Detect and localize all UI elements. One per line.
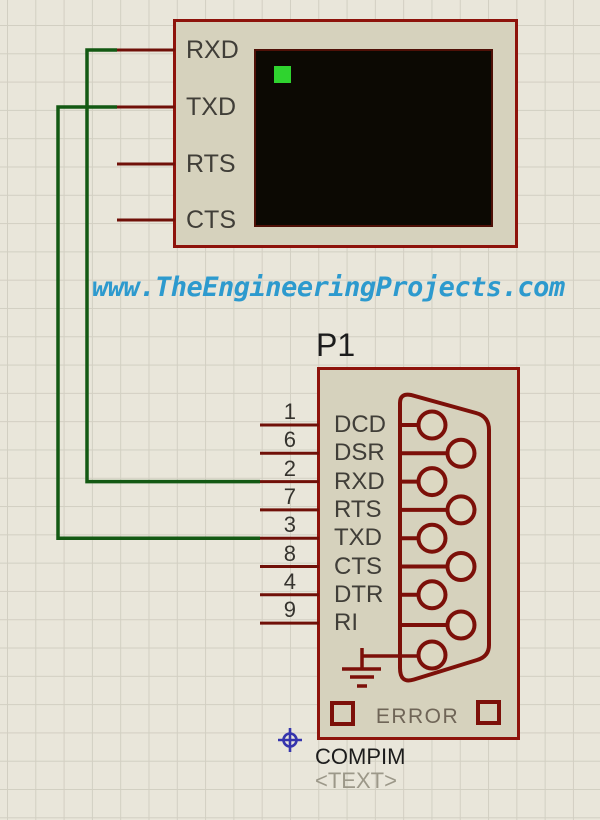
compim-pin-number-9: 9	[283, 597, 296, 623]
terminal-pin-stubs[interactable]	[117, 48, 175, 222]
compim-pin-number-8: 8	[283, 540, 296, 566]
compim-pin-label-dtr: DTR	[334, 580, 384, 608]
compim-pin-label-dcd: DCD	[334, 411, 386, 438]
compim-pin-label-rxd: RXD	[334, 467, 385, 495]
compim-pin-label-dsr: DSR	[334, 439, 385, 467]
compim-pin-number-2: 2	[283, 455, 296, 481]
compim-pin-number-4: 4	[283, 568, 296, 594]
error-indicator-right-icon	[476, 700, 501, 725]
compim-pin-label-cts: CTS	[334, 552, 382, 580]
compim-reference-label[interactable]: P1	[316, 327, 356, 363]
terminal-pin-label-rxd: RXD	[186, 36, 239, 64]
terminal-pin-label-rts: RTS	[186, 150, 236, 178]
watermark-text: www.TheEngineeringProjects.com	[92, 272, 565, 303]
terminal-screen	[254, 49, 493, 227]
compim-pin-number-6: 6	[283, 427, 296, 453]
terminal-cursor	[274, 66, 291, 83]
terminal-pin-label-txd: TXD	[186, 93, 236, 121]
compim-pin-number-7: 7	[283, 483, 296, 509]
compim-pin-label-rts: RTS	[334, 495, 382, 523]
origin-marker-icon	[278, 728, 302, 752]
error-indicator-left-icon	[330, 701, 355, 726]
compim-pin-number-3: 3	[283, 512, 296, 538]
compim-pin-label-ri: RI	[334, 609, 358, 637]
compim-value-label[interactable]: COMPIM	[315, 744, 406, 769]
compim-pin-number-1: 1	[283, 399, 296, 424]
compim-text-placeholder[interactable]: <TEXT>	[315, 768, 397, 793]
terminal-pin-label-cts: CTS	[186, 206, 236, 234]
error-label: ERROR	[375, 705, 460, 728]
compim-pin-label-txd: TXD	[334, 524, 382, 552]
